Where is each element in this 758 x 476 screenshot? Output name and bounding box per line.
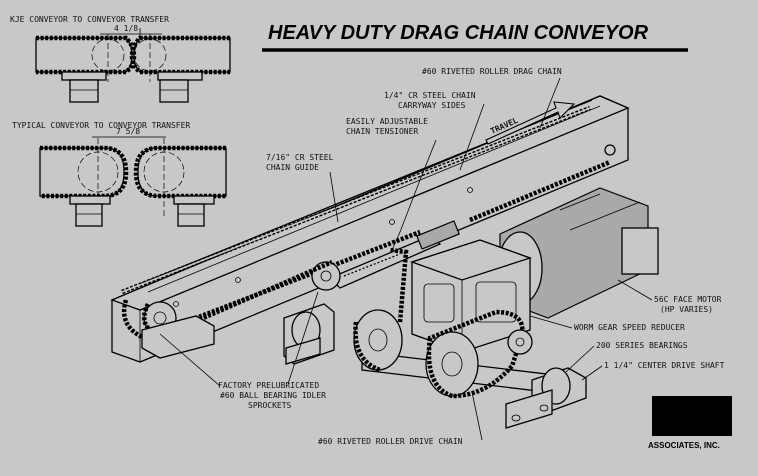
kje-right-bearing <box>157 71 203 81</box>
bearings-label: 200 SERIES BEARINGS <box>596 341 688 350</box>
kje-left-conveyor <box>35 37 133 73</box>
typical-dimension-value: 7 5/8 <box>116 127 140 136</box>
typical-inset-heading: TYPICAL CONVEYOR TO CONVEYOR TRANSFER <box>12 121 190 130</box>
typical-left-conveyor <box>39 147 125 197</box>
typical-transfer-inset: TYPICAL CONVEYOR TO CONVEYOR TRANSFER 7 … <box>12 121 227 227</box>
idler-label-line1: FACTORY PRELUBRICATED <box>218 381 319 390</box>
typical-right-bearing <box>173 195 215 205</box>
kje-dimension-value: 4 1/8 <box>114 24 138 33</box>
callouts: #60 RIVETED ROLLER DRAG CHAIN 1/4" CR ST… <box>159 67 725 446</box>
logo-mark-background <box>652 396 732 436</box>
diagram-title: HEAVY DUTY DRAG CHAIN CONVEYOR <box>268 22 649 44</box>
shaft-label: 1 1/4" CENTER DRIVE SHAFT <box>604 361 725 370</box>
kje-transfer-inset: KJE CONVEYOR TO CONVEYOR TRANSFER 4 1/8 <box>10 15 231 103</box>
kje-right-conveyor <box>133 37 231 73</box>
kje-logo: KJE ASSOCIATES, INC. <box>648 396 732 450</box>
idler-label-line2: #60 BALL BEARING IDLER <box>220 391 326 400</box>
chain-guide-label-line1: 7/16" CR STEEL <box>266 153 334 162</box>
typical-right-conveyor <box>137 147 227 197</box>
drag-chain-label: #60 RIVETED ROLLER DRAG CHAIN <box>422 67 562 76</box>
motor-label-line1: 56C FACE MOTOR <box>654 295 722 304</box>
kje-left-bearing <box>61 71 107 81</box>
kje-inset-heading: KJE CONVEYOR TO CONVEYOR TRANSFER <box>10 15 169 24</box>
chain-guide-label-line2: CHAIN GUIDE <box>266 163 319 172</box>
reducer-label: WORM GEAR SPEED REDUCER <box>574 323 685 332</box>
conveyor-assembly <box>110 95 659 429</box>
drive-sprocket-left <box>353 309 403 371</box>
frame-bolt <box>604 144 616 156</box>
motor-junction-box <box>621 227 659 275</box>
idler-label-line3: SPROCKETS <box>248 401 292 410</box>
drive-chain-left <box>353 247 409 373</box>
motor-label-line2: (HP VARIES) <box>660 305 713 314</box>
idler-bearing-block <box>141 315 215 359</box>
drive-chain-label: #60 RIVETED ROLLER DRIVE CHAIN <box>318 437 463 446</box>
tensioner-label-line1: EASILY ADJUSTABLE <box>346 117 428 126</box>
carryway-label-line1: 1/4" CR STEEL CHAIN <box>384 91 476 100</box>
logo-mark: KJE <box>658 400 724 438</box>
logo-subtitle: ASSOCIATES, INC. <box>648 441 720 450</box>
carryway-label-line2: CARRYWAY SIDES <box>398 101 466 110</box>
tensioner-label-line2: CHAIN TENSIONER <box>346 127 418 136</box>
drive-sprocket-right <box>425 331 479 397</box>
typical-left-bearing <box>69 195 111 205</box>
drive-chain-right <box>426 309 525 399</box>
idler-sprocket-center <box>311 261 341 291</box>
